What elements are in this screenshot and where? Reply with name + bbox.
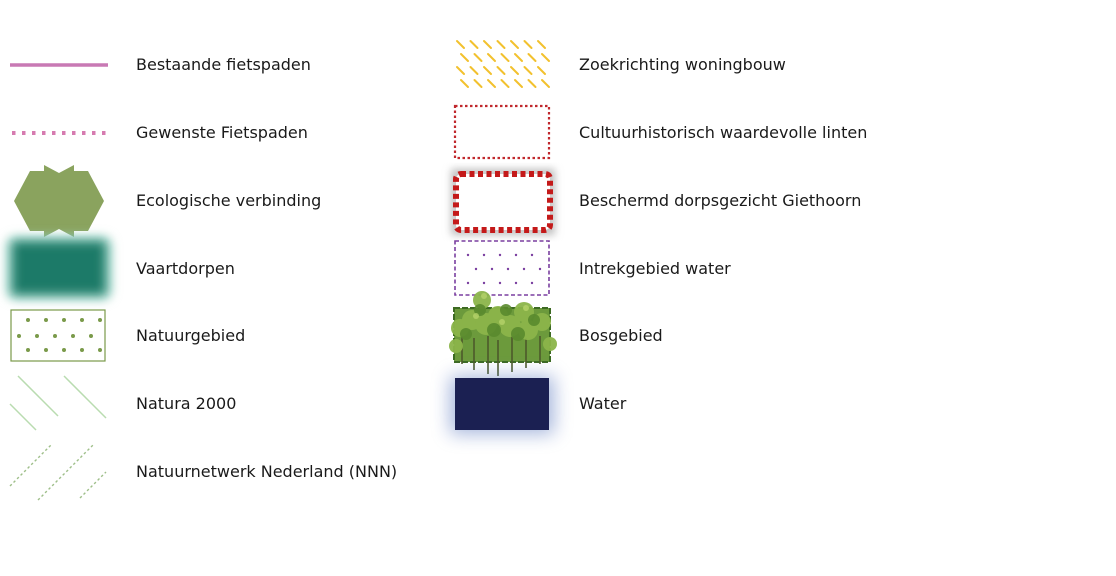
legend-label-water: Water — [579, 394, 627, 413]
hatch-stroke — [483, 40, 492, 49]
hatch-stroke — [537, 40, 546, 49]
natura-2000-symbol — [9, 375, 107, 432]
natuurnetwerk-symbol — [9, 443, 107, 501]
hatch-stroke — [500, 53, 510, 62]
hatch-stroke — [473, 53, 483, 62]
hatch-stroke — [487, 53, 496, 62]
bosgebied-forest-icon — [446, 286, 558, 378]
hatch-stroke — [496, 66, 506, 75]
hatch-stroke — [456, 40, 465, 49]
legend-label-natuurnetwerk: Natuurnetwerk Nederland (NNN) — [136, 462, 398, 481]
hatch-stroke — [527, 79, 537, 88]
hatch-stroke — [510, 66, 519, 75]
zoekrichting-woningbouw-symbol — [454, 38, 550, 92]
legend-label-vaartdorpen: Vaartdorpen — [136, 259, 235, 278]
hatch-stroke — [527, 53, 537, 62]
hatch-stroke — [541, 79, 550, 88]
hatch-stroke — [456, 66, 465, 75]
legend-label-beschermd-dorpsgezicht: Beschermd dorpsgezicht Giethoorn — [579, 191, 862, 210]
hatch-pattern — [456, 40, 550, 88]
hatch-stroke — [469, 40, 479, 49]
hatch-stroke — [523, 66, 533, 75]
hatch-stroke — [514, 79, 523, 88]
ecological-connection-arrow-icon — [14, 165, 104, 237]
water-symbol — [410, 350, 596, 478]
hatch-stroke — [496, 40, 506, 49]
hatch-stroke — [473, 79, 483, 88]
beschermd-dorpsgezicht-symbol — [448, 168, 558, 238]
legend-label-cultuurhistorisch: Cultuurhistorisch waardevolle linten — [579, 123, 868, 142]
legend-label-intrekgebied-water: Intrekgebied water — [579, 259, 731, 278]
hatch-stroke — [460, 79, 469, 88]
legend-label-bestaande-fietspaden: Bestaande fietspaden — [136, 55, 311, 74]
hatch-stroke — [469, 66, 479, 75]
legend-label-bosgebied: Bosgebied — [579, 326, 663, 345]
desired-bike-path-symbol — [10, 126, 108, 140]
intrekgebied-water-symbol — [454, 240, 550, 296]
hatch-stroke — [500, 79, 510, 88]
natuurgebied-symbol — [10, 309, 106, 363]
hatch-stroke — [483, 66, 492, 75]
hatch-stroke — [537, 66, 546, 75]
cultuurhistorisch-linten-symbol — [453, 104, 551, 160]
hatch-stroke — [523, 40, 533, 49]
hatch-stroke — [487, 79, 496, 88]
existing-bike-path-symbol — [10, 58, 108, 72]
legend-label-gewenste-fietspaden: Gewenste Fietspaden — [136, 123, 308, 142]
hatch-stroke — [541, 53, 550, 62]
legend-label-natura-2000: Natura 2000 — [136, 394, 237, 413]
legend-label-ecologische-verbinding: Ecologische verbinding — [136, 191, 322, 210]
hatch-stroke — [460, 53, 469, 62]
hatch-stroke — [510, 40, 519, 49]
legend-label-zoekrichting-woningbouw: Zoekrichting woningbouw — [579, 55, 786, 74]
vaartdorpen-symbol — [0, 230, 118, 306]
hatch-stroke — [514, 53, 523, 62]
legend-label-natuurgebied: Natuurgebied — [136, 326, 246, 345]
